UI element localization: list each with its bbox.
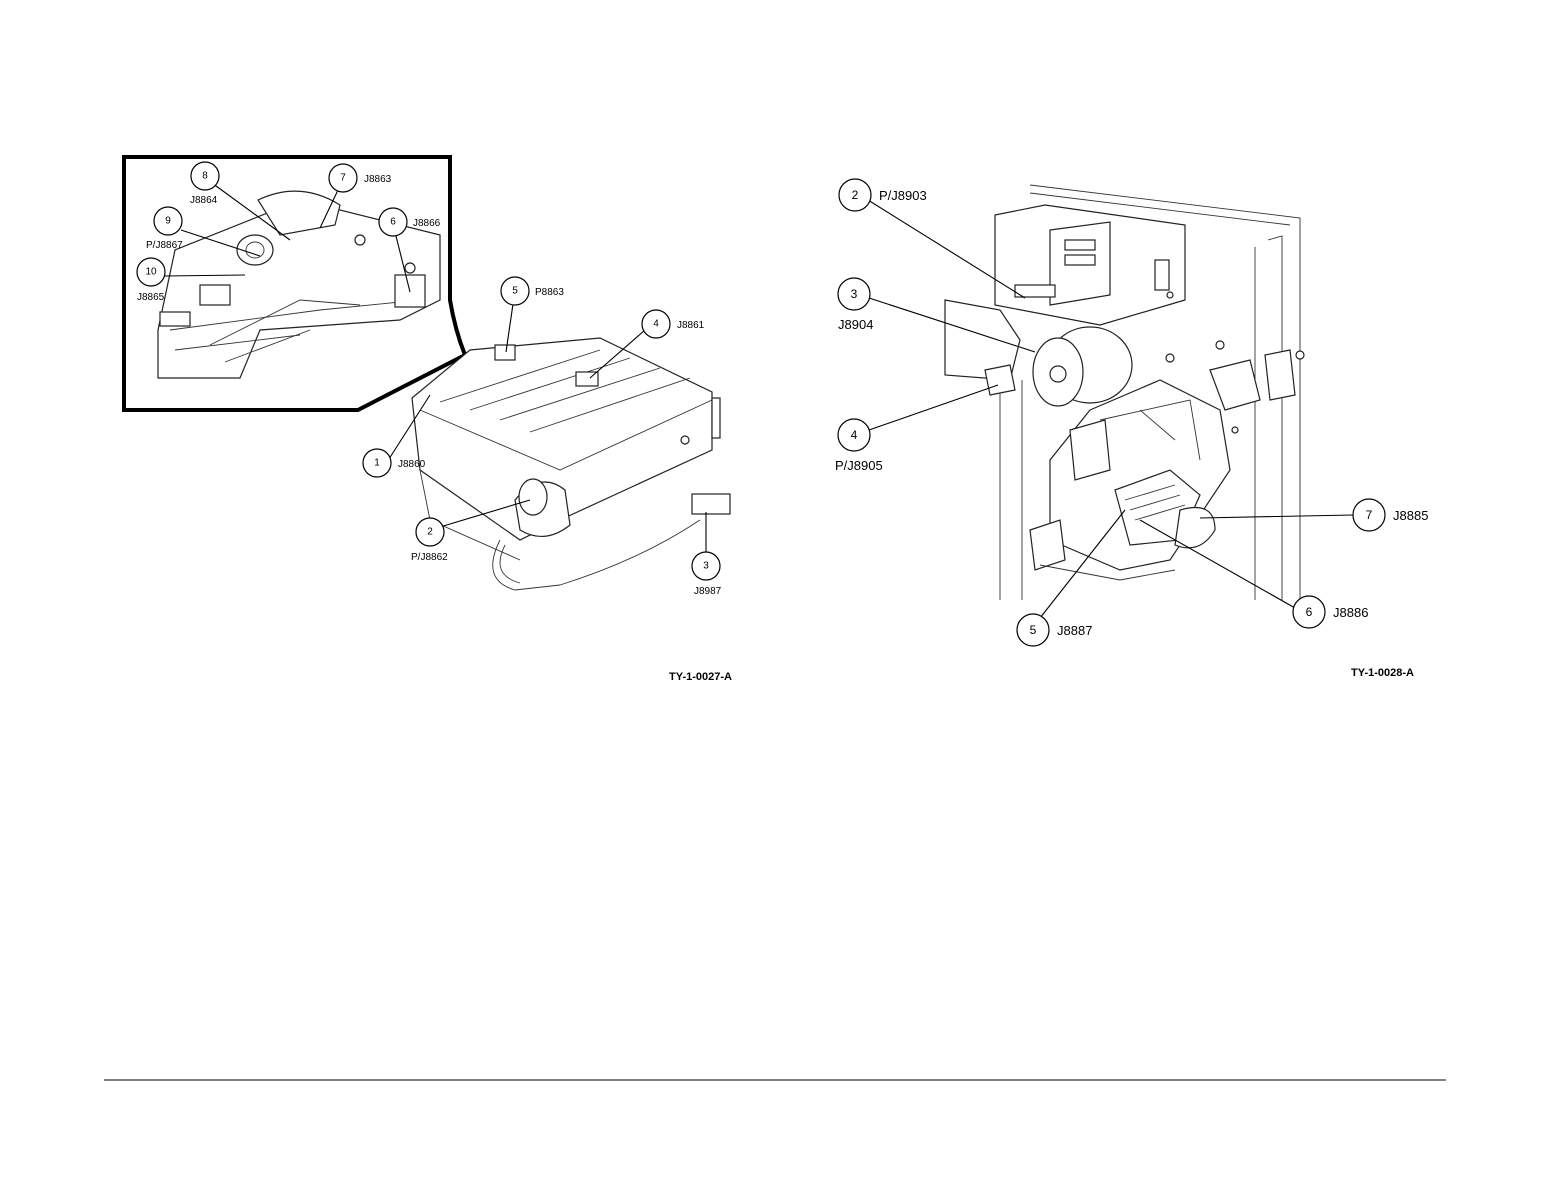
callout-4: 4 J8861 — [642, 310, 705, 338]
callout-9: 9 P/J8867 — [146, 207, 183, 251]
callout-1: 1 J8860 — [363, 449, 426, 477]
svg-text:P/J8903: P/J8903 — [879, 188, 927, 203]
svg-text:3: 3 — [851, 287, 858, 301]
svg-text:J8861: J8861 — [677, 320, 705, 331]
callout-r7: 7 J8885 — [1353, 499, 1428, 531]
svg-text:J8987: J8987 — [694, 586, 722, 597]
callout-10: 10 J8865 — [137, 258, 165, 303]
callout-7: 7 J8863 — [329, 164, 392, 192]
leader-r7 — [1200, 515, 1353, 518]
svg-text:6: 6 — [1306, 605, 1313, 619]
svg-text:P8863: P8863 — [535, 287, 564, 298]
assembly-drawing — [412, 338, 730, 590]
svg-text:7: 7 — [340, 173, 346, 184]
callout-3: 3 J8987 — [692, 552, 722, 597]
callout-5: 5 P8863 — [501, 277, 564, 305]
frame-drawing — [945, 185, 1304, 600]
svg-text:P/J8862: P/J8862 — [411, 552, 448, 563]
svg-text:9: 9 — [165, 216, 171, 227]
svg-text:6: 6 — [390, 217, 396, 228]
svg-text:7: 7 — [1366, 508, 1373, 522]
svg-text:J8904: J8904 — [838, 317, 873, 332]
svg-text:3: 3 — [703, 561, 709, 572]
svg-text:10: 10 — [145, 267, 157, 278]
svg-text:J8863: J8863 — [364, 174, 392, 185]
svg-text:5: 5 — [1030, 623, 1037, 637]
leader-r6 — [1140, 520, 1295, 608]
svg-text:2: 2 — [852, 188, 859, 202]
figure-right: 2 P/J8903 3 J8904 4 P/J8905 5 J8887 6 J8… — [835, 179, 1428, 679]
callout-8: 8 J8864 — [190, 162, 219, 206]
callout-2: 2 P/J8862 — [411, 518, 448, 563]
figure-left: 1 J8860 2 P/J8862 3 J8987 4 J8861 5 P886… — [124, 157, 732, 683]
callout-r2: 2 P/J8903 — [839, 179, 927, 211]
svg-text:J8860: J8860 — [398, 459, 426, 470]
svg-text:J8865: J8865 — [137, 292, 165, 303]
figure-id-left: TY-1-0027-A — [669, 671, 732, 683]
figure-id-right: TY-1-0028-A — [1351, 667, 1414, 679]
svg-text:4: 4 — [653, 319, 659, 330]
callout-r5: 5 J8887 — [1017, 614, 1092, 646]
svg-text:J8885: J8885 — [1393, 508, 1428, 523]
svg-text:8: 8 — [202, 171, 208, 182]
svg-text:4: 4 — [851, 428, 858, 442]
svg-text:P/J8905: P/J8905 — [835, 458, 883, 473]
svg-text:P/J8867: P/J8867 — [146, 240, 183, 251]
svg-text:1: 1 — [374, 458, 380, 469]
callout-r3: 3 J8904 — [838, 278, 873, 332]
svg-text:J8886: J8886 — [1333, 605, 1368, 620]
leader-r4 — [869, 385, 998, 430]
svg-text:5: 5 — [512, 286, 518, 297]
svg-text:2: 2 — [427, 527, 433, 538]
svg-text:J8864: J8864 — [190, 195, 218, 206]
svg-text:J8887: J8887 — [1057, 623, 1092, 638]
callout-r6: 6 J8886 — [1293, 596, 1368, 628]
callout-r4: 4 P/J8905 — [835, 419, 883, 473]
svg-text:J8866: J8866 — [413, 218, 441, 229]
